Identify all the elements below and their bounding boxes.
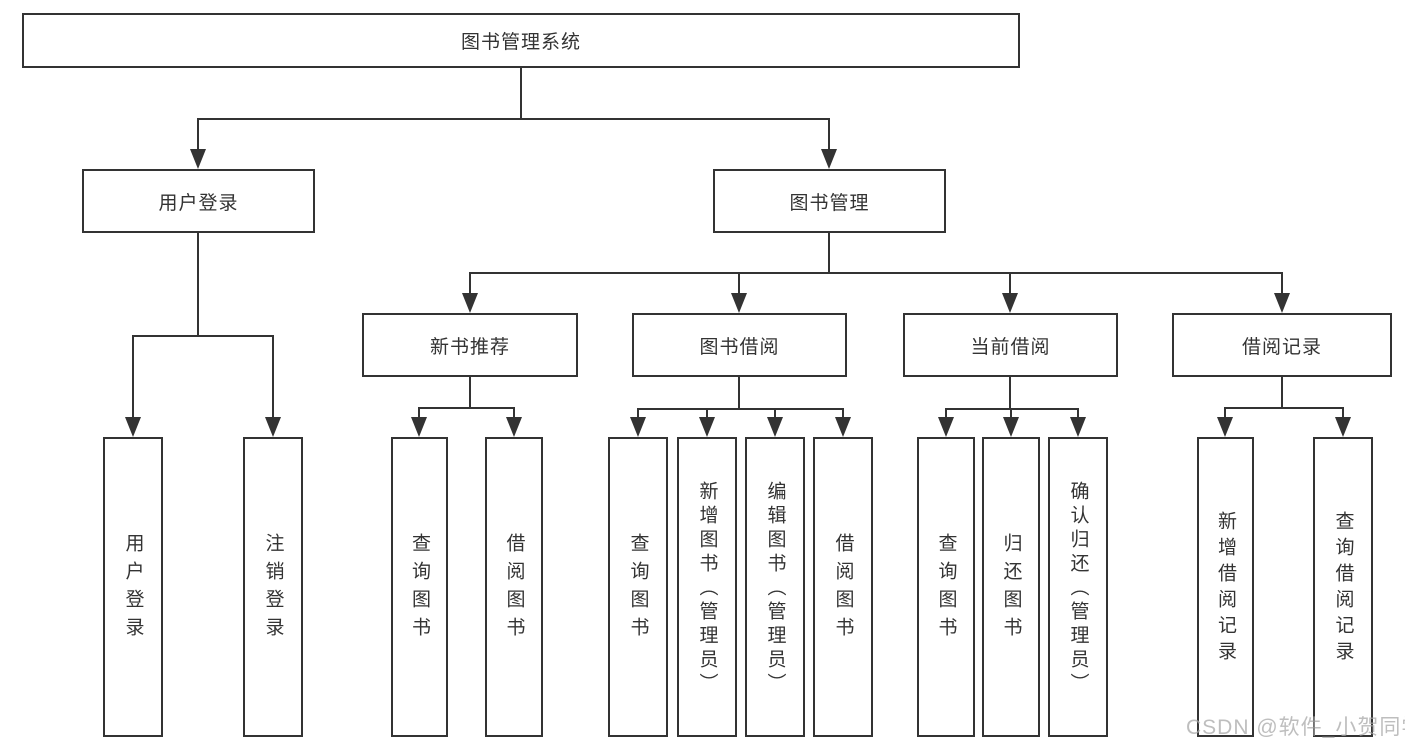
node-current-borrow: 当前借阅 — [903, 313, 1118, 377]
leaf-add-borrow-record: 新增借阅记录 — [1197, 437, 1254, 737]
connector-line — [706, 408, 708, 417]
leaf-add-book-admin: 新增图书（管理员） — [677, 437, 737, 737]
connector-line — [1342, 407, 1344, 417]
arrow-down-icon — [1335, 417, 1351, 437]
connector-line — [842, 408, 844, 417]
leaf-query-borrow-record: 查询借阅记录 — [1313, 437, 1373, 737]
arrow-down-icon — [411, 417, 427, 437]
connector-line — [1009, 272, 1011, 294]
arrow-down-icon — [1217, 417, 1233, 437]
arrow-down-icon — [731, 293, 747, 313]
connector-line — [469, 272, 1283, 274]
connector-line — [469, 377, 471, 407]
leaf-logout: 注销登录 — [243, 437, 303, 737]
node-root: 图书管理系统 — [22, 13, 1020, 68]
connector-line — [1010, 408, 1012, 417]
connector-line — [828, 233, 830, 272]
leaf-borrow-book: 借阅图书 — [813, 437, 873, 737]
connector-line — [774, 408, 776, 417]
arrow-down-icon — [1003, 417, 1019, 437]
connector-line — [1009, 377, 1011, 408]
connector-line — [1281, 272, 1283, 294]
connector-line — [132, 335, 274, 337]
connector-line — [945, 408, 947, 417]
connector-line — [738, 272, 740, 294]
connector-line — [828, 118, 830, 150]
connector-line — [1077, 408, 1079, 417]
arrow-down-icon — [462, 293, 478, 313]
connector-line — [637, 408, 844, 410]
leaf-borrow-book: 借阅图书 — [485, 437, 543, 737]
connector-line — [197, 118, 830, 120]
connector-line — [1281, 377, 1283, 407]
arrow-down-icon — [1274, 293, 1290, 313]
arrow-down-icon — [1070, 417, 1086, 437]
arrow-down-icon — [938, 417, 954, 437]
leaf-query-book: 查询图书 — [917, 437, 975, 737]
node-book-borrow: 图书借阅 — [632, 313, 847, 377]
arrow-down-icon — [699, 417, 715, 437]
arrow-down-icon — [506, 417, 522, 437]
connector-line — [469, 272, 471, 294]
connector-line — [1224, 407, 1226, 417]
arrow-down-icon — [767, 417, 783, 437]
leaf-query-book: 查询图书 — [608, 437, 668, 737]
connector-line — [132, 335, 134, 417]
node-borrow-record: 借阅记录 — [1172, 313, 1392, 377]
connector-line — [272, 335, 274, 417]
leaf-edit-book-admin: 编辑图书（管理员） — [745, 437, 805, 737]
connector-line — [418, 407, 420, 417]
arrow-down-icon — [190, 149, 206, 169]
connector-line — [197, 118, 199, 150]
arrow-down-icon — [630, 417, 646, 437]
arrow-down-icon — [265, 417, 281, 437]
node-new-book-recommend: 新书推荐 — [362, 313, 578, 377]
connector-line — [513, 407, 515, 417]
csdn-watermark: CSDN @软件_小贺同学 — [1186, 716, 1405, 739]
connector-line — [738, 377, 740, 408]
node-user-login: 用户登录 — [82, 169, 315, 233]
connector-line — [418, 407, 515, 409]
arrow-down-icon — [125, 417, 141, 437]
connector-line — [520, 68, 522, 118]
connector-line — [197, 233, 199, 335]
connector-line — [945, 408, 1079, 410]
arrow-down-icon — [835, 417, 851, 437]
connector-line — [1224, 407, 1343, 409]
arrow-down-icon — [821, 149, 837, 169]
connector-line — [637, 408, 639, 417]
node-book-management: 图书管理 — [713, 169, 946, 233]
leaf-confirm-return-admin: 确认归还（管理员） — [1048, 437, 1108, 737]
leaf-query-book: 查询图书 — [391, 437, 448, 737]
leaf-return-book: 归还图书 — [982, 437, 1040, 737]
leaf-user-login: 用户登录 — [103, 437, 163, 737]
arrow-down-icon — [1002, 293, 1018, 313]
